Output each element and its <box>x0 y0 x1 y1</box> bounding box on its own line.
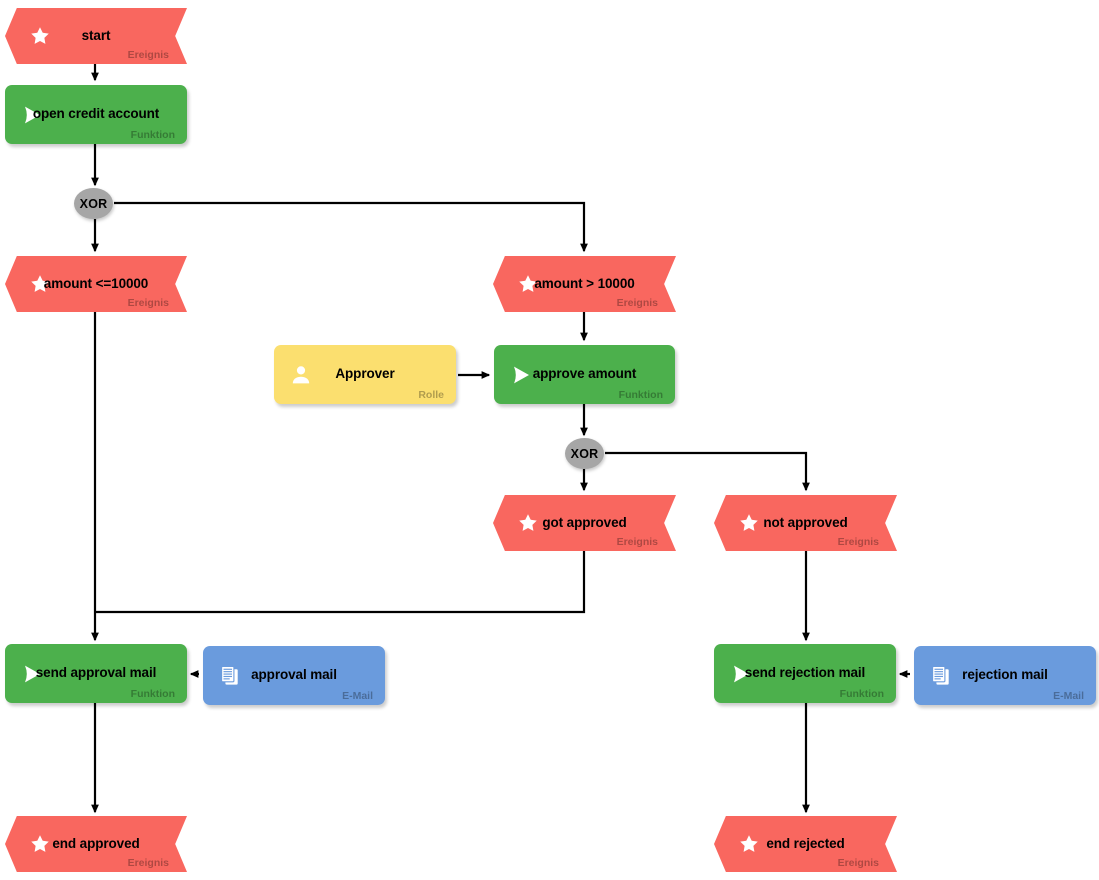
edge-got_approved-to-send_approval <box>95 551 586 614</box>
edge-xor1-to-amount_gt <box>114 201 588 253</box>
node-title: approve amount <box>532 366 637 382</box>
node-type-label: Ereignis <box>837 857 879 869</box>
star-icon <box>497 256 559 312</box>
node-type-label: Funktion <box>130 688 175 700</box>
node-type-label: Funktion <box>839 688 884 700</box>
node-title: got approved <box>542 514 627 530</box>
play-triangle-icon <box>714 644 768 703</box>
node-type-label: E-Mail <box>1053 690 1084 702</box>
node-title: approval mail <box>251 667 337 683</box>
node-title: end rejected <box>766 835 845 851</box>
star-icon <box>718 495 780 551</box>
gateway-label: XOR <box>79 196 108 211</box>
play-triangle-icon <box>5 85 59 144</box>
star-icon <box>497 495 559 551</box>
star-icon <box>9 816 71 872</box>
play-triangle-icon <box>494 345 548 404</box>
node-title: amount > 10000 <box>534 275 635 291</box>
document-pages-icon <box>914 646 968 705</box>
node-type-label: Ereignis <box>127 297 169 309</box>
node-title: open credit account <box>32 106 160 122</box>
node-title: start <box>81 27 111 43</box>
gateway-label: XOR <box>570 446 599 461</box>
node-type-label: Funktion <box>130 129 175 141</box>
node-type-label: Ereignis <box>616 297 658 309</box>
star-icon <box>9 256 71 312</box>
node-title: Approver <box>335 366 395 382</box>
node-title: rejection mail <box>962 667 1048 683</box>
document-pages-icon <box>203 646 257 705</box>
node-type-label: Ereignis <box>616 536 658 548</box>
node-title: send rejection mail <box>744 665 866 681</box>
node-type-label: Funktion <box>618 389 663 401</box>
star-icon <box>9 8 71 64</box>
node-type-label: Ereignis <box>837 536 879 548</box>
node-title: not approved <box>763 514 848 530</box>
node-xor2[interactable]: XOR <box>565 438 604 469</box>
play-triangle-icon <box>5 644 59 703</box>
node-type-label: Ereignis <box>127 857 169 869</box>
node-xor1[interactable]: XOR <box>74 188 113 219</box>
node-type-label: Ereignis <box>127 49 169 61</box>
person-icon <box>274 345 328 404</box>
node-type-label: E-Mail <box>342 690 373 702</box>
node-title: send approval mail <box>35 665 157 681</box>
node-title: end approved <box>52 835 140 851</box>
node-title: amount <=10000 <box>43 275 149 291</box>
star-icon <box>718 816 780 872</box>
node-type-label: Rolle <box>418 389 444 401</box>
edge-xor2-to-not_approved <box>605 451 810 492</box>
